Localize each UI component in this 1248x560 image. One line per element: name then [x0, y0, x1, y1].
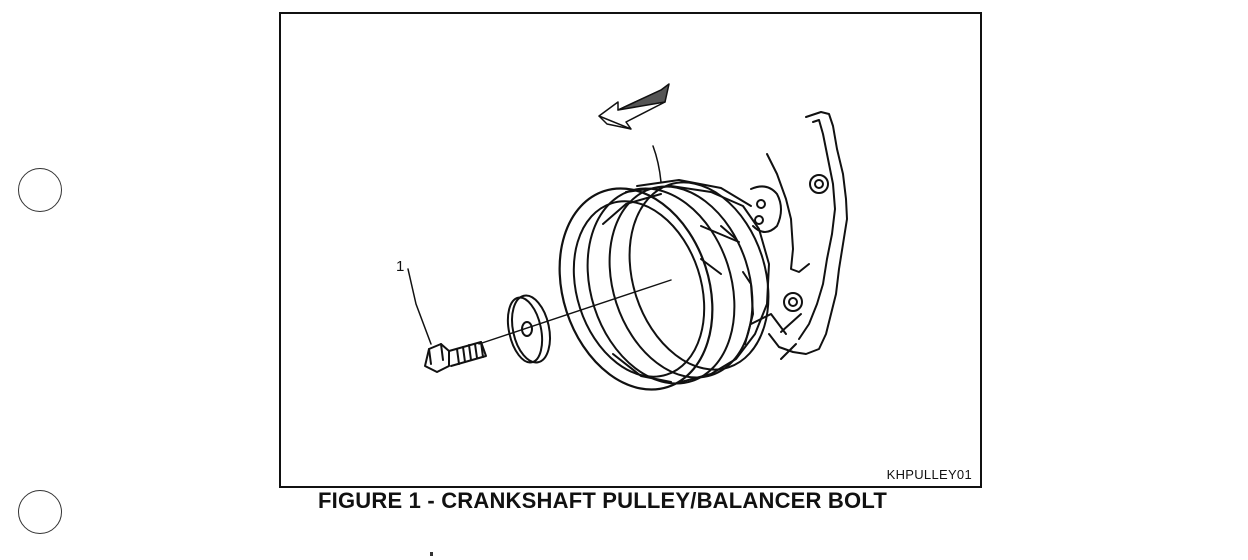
- direction-arrow-icon: [598, 83, 670, 130]
- figure-caption: FIGURE 1 - CRANKSHAFT PULLEY/BALANCER BO…: [318, 488, 887, 513]
- engine-front-cover: [750, 111, 848, 360]
- stray-mark: [430, 552, 433, 556]
- binder-hole-icon: [18, 168, 62, 212]
- balancer-hub: [625, 179, 770, 383]
- callout-number: 1: [396, 258, 405, 275]
- figure-frame: 1 KHPULLEY01: [279, 12, 982, 488]
- crankshaft-pulley-illustration: [407, 83, 848, 391]
- image-code: KHPULLEY01: [886, 467, 972, 482]
- balancer-bolt: [424, 341, 487, 373]
- pulley-rim: [558, 181, 770, 391]
- washer: [506, 294, 551, 364]
- binder-hole-icon: [18, 490, 62, 534]
